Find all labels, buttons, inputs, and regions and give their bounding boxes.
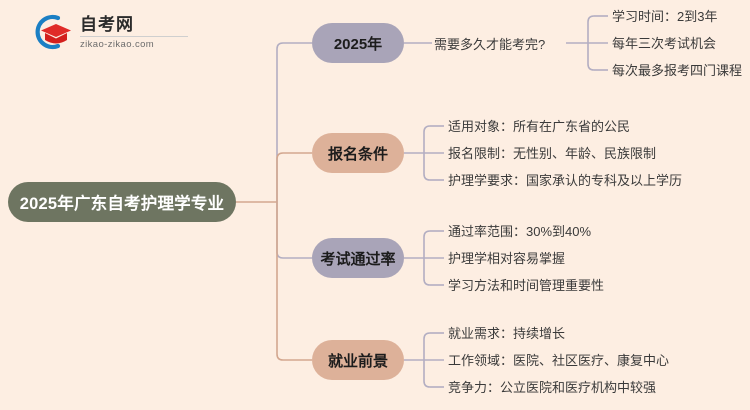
- leaf-3-3: 学习方法和时间管理重要性: [448, 278, 605, 293]
- branch-node-3[interactable]: 考试通过率: [312, 238, 404, 278]
- leaf-3-2: 护理学相对容易掌握: [448, 251, 566, 266]
- leaf-2-2: 报名限制：无性别、年龄、民族限制: [448, 146, 657, 161]
- leaf-4-3: 竞争力：公立医院和医疗机构中较强: [448, 380, 657, 395]
- leaf-1-2: 每年三次考试机会: [612, 36, 717, 51]
- branch-node-1[interactable]: 2025年: [312, 23, 404, 63]
- logo-text: 自考网 zikao-zikao.com: [80, 14, 188, 50]
- leaf-3-1: 通过率范围：30%到40%: [448, 224, 592, 239]
- logo-domain: zikao-zikao.com: [80, 39, 155, 51]
- branch-node-4[interactable]: 就业前景: [312, 340, 404, 380]
- logo-divider: [80, 36, 188, 38]
- branch-node-2[interactable]: 报名条件: [312, 133, 404, 173]
- leaf-1-1: 学习时间：2到3年: [612, 9, 718, 24]
- leaf-4-1: 就业需求：持续增长: [448, 326, 566, 341]
- branch-1-mid-label: 需要多久才能考完?: [434, 37, 546, 52]
- leaf-4-2: 工作领域：医院、社区医疗、康复中心: [448, 353, 670, 368]
- root-node[interactable]: 2025年广东自考护理学专业: [8, 182, 236, 222]
- logo-title: 自考网: [80, 15, 134, 35]
- graduation-cap-icon: [28, 12, 72, 52]
- site-logo: 自考网 zikao-zikao.com: [28, 12, 188, 52]
- leaf-1-3: 每次最多报考四门课程: [612, 63, 743, 78]
- leaf-2-3: 护理学要求：国家承认的专科及以上学历: [448, 173, 683, 188]
- leaf-2-1: 适用对象：所有在广东省的公民: [448, 119, 631, 134]
